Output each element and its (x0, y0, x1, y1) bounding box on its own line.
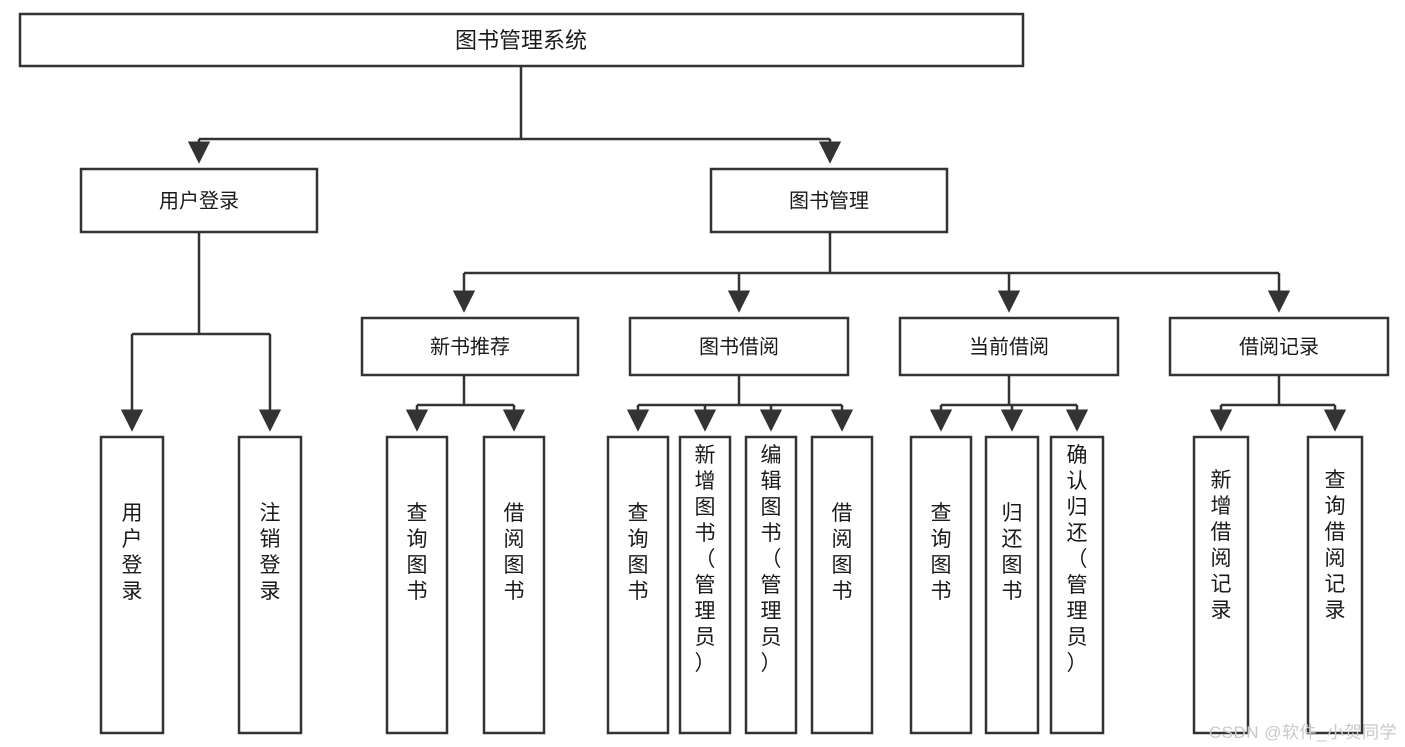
leaf-query-book-recommend-box[interactable] (385, 435, 449, 735)
leaf-borrow-book-recommend-label: 借阅图书 (504, 502, 525, 603)
node-root-label: 图书管理系统 (455, 28, 587, 53)
node-new-book-recommend-label: 新书推荐 (430, 335, 510, 358)
leaf-query-book-current[interactable]: 查询图书 (909, 435, 973, 735)
leaf-user-login-label: 用户登录 (122, 502, 143, 603)
node-borrow-record-label: 借阅记录 (1239, 335, 1319, 358)
node-book-management-box[interactable] (709, 167, 949, 234)
leaf-borrow-book-recommend[interactable]: 借阅图书 (482, 435, 546, 735)
leaf-edit-book[interactable]: 编辑图书（管理员） (744, 435, 798, 735)
node-borrow-record[interactable]: 借阅记录 (1168, 316, 1390, 377)
leaf-borrow-book-label: 借阅图书 (832, 502, 853, 603)
leaf-query-book-recommend[interactable]: 查询图书 (385, 435, 449, 735)
leaf-add-borrow-record-box[interactable] (1192, 435, 1250, 735)
leaf-query-borrow-record-label: 查询借阅记录 (1325, 469, 1346, 622)
connector-group (120, 66, 1347, 432)
leaf-confirm-return[interactable]: 确认归还（管理员） (1049, 435, 1105, 735)
leaf-logout-label: 注销登录 (260, 502, 281, 603)
leaf-add-book[interactable]: 新增图书（管理员） (678, 435, 732, 735)
leaf-confirm-return-box[interactable] (1049, 435, 1105, 735)
node-root-box[interactable] (18, 12, 1025, 68)
leaf-return-book[interactable]: 归还图书 (984, 435, 1040, 735)
node-book-borrow-label: 图书借阅 (699, 335, 779, 358)
leaf-query-borrow-record-box[interactable] (1306, 435, 1364, 735)
leaf-add-borrow-record[interactable]: 新增借阅记录 (1192, 435, 1250, 735)
leaf-user-login[interactable]: 用户登录 (99, 435, 165, 735)
node-book-borrow-box[interactable] (628, 316, 850, 377)
leaf-query-book-current-label: 查询图书 (931, 502, 952, 603)
leaf-query-borrow-record[interactable]: 查询借阅记录 (1306, 435, 1364, 735)
leaf-logout-box[interactable] (237, 435, 303, 735)
leaf-user-login-box[interactable] (99, 435, 165, 735)
leaf-logout[interactable]: 注销登录 (237, 435, 303, 735)
leaf-query-book-recommend-label: 查询图书 (407, 502, 428, 603)
node-book-borrow[interactable]: 图书借阅 (628, 316, 850, 377)
leaf-borrow-book-recommend-box[interactable] (482, 435, 546, 735)
leaf-return-book-label: 归还图书 (1002, 502, 1023, 603)
node-root[interactable]: 图书管理系统 (18, 12, 1025, 68)
node-user-login[interactable]: 用户登录 (79, 167, 319, 234)
leaf-add-book-label: 新增图书（管理员） (695, 444, 716, 675)
leaf-confirm-return-label: 确认归还（管理员） (1067, 444, 1088, 675)
csdn-watermark: CSDN @软件_小贺同学 (1208, 723, 1397, 742)
node-current-borrow[interactable]: 当前借阅 (898, 316, 1120, 377)
node-borrow-record-box[interactable] (1168, 316, 1390, 377)
leaf-edit-book-label: 编辑图书（管理员） (761, 444, 782, 675)
leaf-query-book-current-box[interactable] (909, 435, 973, 735)
leaf-edit-book-box[interactable] (744, 435, 798, 735)
node-new-book-recommend[interactable]: 新书推荐 (360, 316, 580, 377)
leaf-query-book-borrow-box[interactable] (606, 435, 670, 735)
leaf-query-book-borrow-label: 查询图书 (628, 502, 649, 603)
node-user-login-label: 用户登录 (159, 189, 239, 212)
leaf-return-book-box[interactable] (984, 435, 1040, 735)
node-user-login-box[interactable] (79, 167, 319, 234)
leaf-add-book-box[interactable] (678, 435, 732, 735)
node-book-management[interactable]: 图书管理 (709, 167, 949, 234)
leaf-borrow-book[interactable]: 借阅图书 (810, 435, 874, 735)
node-current-borrow-box[interactable] (898, 316, 1120, 377)
node-book-management-label: 图书管理 (789, 189, 869, 212)
leaf-borrow-book-box[interactable] (810, 435, 874, 735)
leaf-add-borrow-record-label: 新增借阅记录 (1211, 469, 1232, 622)
node-current-borrow-label: 当前借阅 (969, 335, 1049, 358)
node-new-book-recommend-box[interactable] (360, 316, 580, 377)
leaf-query-book-borrow[interactable]: 查询图书 (606, 435, 670, 735)
